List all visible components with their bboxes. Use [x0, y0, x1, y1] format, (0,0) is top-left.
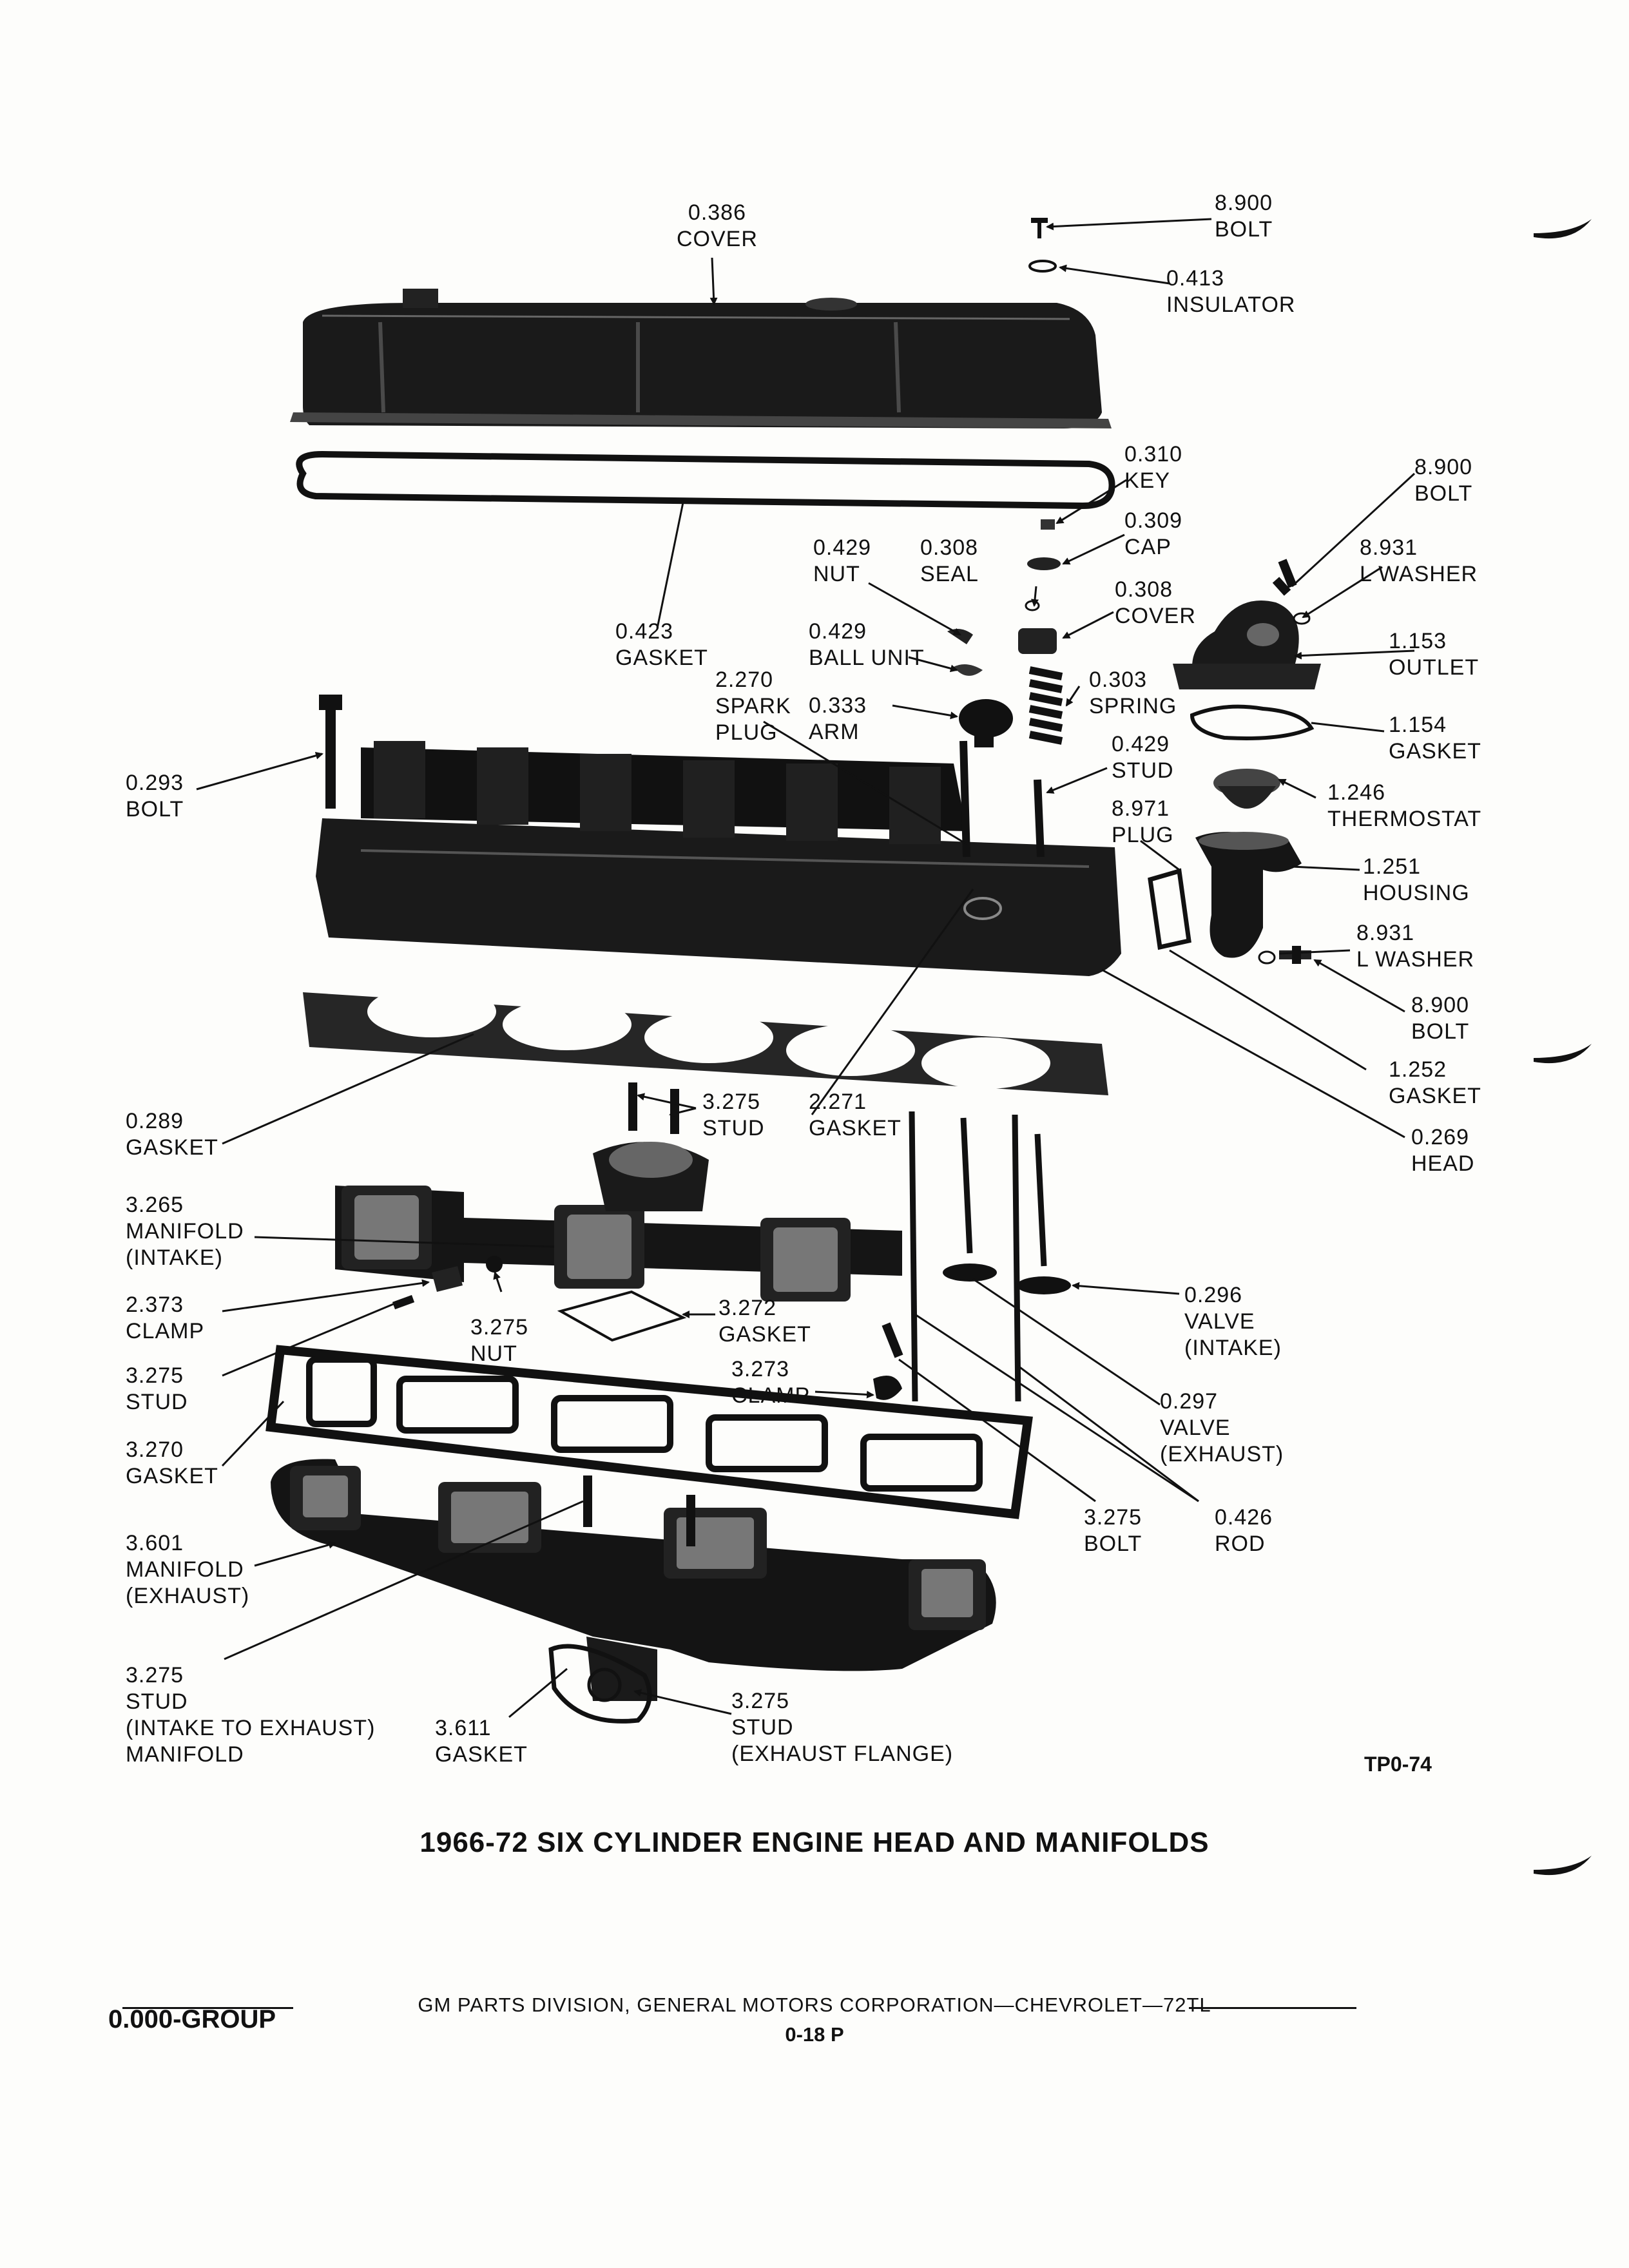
- intake-valve-drawing: [1017, 1133, 1071, 1294]
- rocker-arm-drawing: [959, 699, 1013, 747]
- exhaust-valve-drawing: [943, 1117, 997, 1282]
- intake-manifold-drawing: [335, 1142, 902, 1302]
- top-bolt-drawing: [1031, 218, 1048, 238]
- insulator-drawing: [1028, 260, 1057, 273]
- housing-bolt-drawing: [1279, 946, 1311, 964]
- binder-mark-bottom: [1534, 1856, 1592, 1876]
- leader-lines: [196, 218, 1416, 1718]
- manifold-gasket-drawing: [265, 1345, 1033, 1519]
- head-gasket-drawing: [303, 986, 1108, 1095]
- thermostat-housing-drawing: [1195, 832, 1302, 958]
- flange-gasket-drawing: [548, 1644, 652, 1724]
- valve-cover-drawing: [290, 289, 1112, 428]
- nut-drawing: [486, 1256, 503, 1273]
- cylinder-head-drawing: [316, 740, 1121, 976]
- group-label: 0.000-GROUP: [108, 2005, 276, 2033]
- small-gasket-drawing: [557, 1290, 687, 1342]
- binder-mark-middle: [1534, 1044, 1592, 1064]
- cover-gasket-drawing: [296, 450, 1115, 510]
- housing-gasket-drawing: [1148, 868, 1191, 950]
- page-title: 1966-72 SIX CYLINDER ENGINE HEAD AND MAN…: [419, 1827, 1210, 1858]
- outlet-bolt-drawing: [1272, 559, 1297, 596]
- valve-spring-drawing: [1028, 666, 1063, 745]
- clamp-drawing: [432, 1266, 463, 1292]
- outlet-gasket-drawing: [1190, 704, 1315, 740]
- page-number: 0-18 P: [785, 2023, 844, 2046]
- water-outlet-drawing: [1173, 601, 1321, 689]
- binder-mark-top: [1534, 219, 1592, 239]
- footer-publisher-line: GM PARTS DIVISION, GENERAL MOTORS CORPOR…: [418, 1994, 1211, 2016]
- thermostat-drawing: [1213, 769, 1280, 809]
- head-bolt-drawing: [319, 695, 342, 809]
- push-rod-drawing: [909, 1111, 918, 1402]
- footer-rule-left: [122, 2007, 293, 2009]
- footer-rule-right: [1189, 2007, 1356, 2009]
- figure-code: TP0-74: [1364, 1753, 1432, 1776]
